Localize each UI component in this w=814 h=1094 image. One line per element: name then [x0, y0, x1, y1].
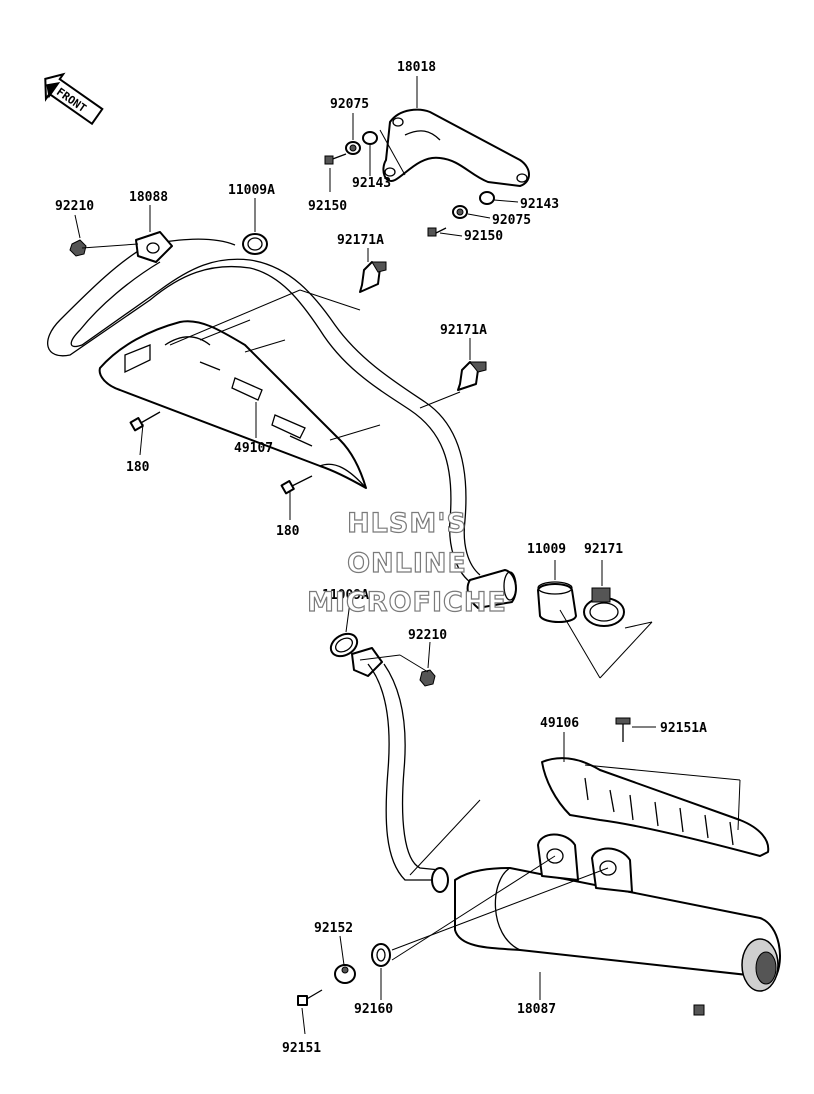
watermark-line3: MICROFICHE [307, 587, 507, 618]
label-92160: 92160 [354, 1002, 393, 1017]
label-92075-upper: 92075 [330, 97, 369, 112]
label-92151: 92151 [282, 1041, 321, 1056]
label-92075-lower: 92075 [492, 213, 531, 228]
label-18018: 18018 [397, 60, 436, 75]
bolt-180-lower [280, 475, 313, 495]
label-92143-lower: 92143 [520, 197, 559, 212]
heat-guard-49106 [541, 757, 770, 857]
label-92151A: 92151A [660, 721, 707, 736]
label-11009A-lower: 11009A [322, 588, 369, 603]
label-180-left: 180 [126, 460, 150, 475]
washer-92152 [334, 964, 356, 984]
label-92143-upper: 92143 [352, 176, 391, 191]
label-92152: 92152 [314, 921, 353, 936]
nut-92210-lower [419, 669, 436, 687]
gasket-11009A-upper [242, 233, 268, 255]
muffler-18087 [454, 833, 781, 1016]
front-arrow-icon: FRONT [44, 72, 104, 126]
grommet-92143-lower [479, 191, 495, 205]
exhaust-pipe-lower [351, 647, 449, 893]
watermark: HLSM'S ONLINE MICROFICHE [306, 507, 507, 618]
heat-guard-49107 [98, 320, 367, 489]
muffler-bracket-18018 [382, 108, 530, 187]
grommet-92160 [371, 943, 391, 967]
nut-92210-upper [69, 239, 87, 257]
part-labels: 18018 92075 92143 92150 92143 92075 9215… [55, 60, 707, 1056]
bolt-92150-upper [324, 153, 347, 165]
bolt-180-left [129, 411, 161, 432]
collar-92075-lower [452, 205, 468, 219]
bracket-92171A-lower [457, 361, 487, 391]
leader-lines [74, 76, 741, 1035]
bracket-92171A-upper [359, 261, 387, 293]
label-92171A-lower: 92171A [440, 323, 487, 338]
label-11009A-upper: 11009A [228, 183, 275, 198]
label-18088: 18088 [129, 190, 168, 205]
bolt-92150-lower [427, 227, 447, 237]
label-92171A-upper: 92171A [337, 233, 384, 248]
label-92210-lower: 92210 [408, 628, 447, 643]
gasket-11009 [537, 581, 577, 623]
clamp-92171 [583, 587, 625, 627]
label-18087: 18087 [517, 1002, 556, 1017]
label-92150-lower: 92150 [464, 229, 503, 244]
bolt-92151 [297, 989, 323, 1006]
label-92171: 92171 [584, 542, 623, 557]
exhaust-flange-18088 [135, 231, 173, 263]
watermark-line1: HLSM'S [347, 508, 467, 539]
label-11009: 11009 [527, 542, 566, 557]
label-92210-upper: 92210 [55, 199, 94, 214]
screw-92151A [615, 717, 631, 742]
grommet-92143-upper [362, 131, 378, 145]
pipe-outlet-end [466, 569, 517, 609]
collar-92075-upper [345, 141, 361, 155]
label-180-lower: 180 [276, 524, 300, 539]
label-92150-upper: 92150 [308, 199, 347, 214]
label-49107: 49107 [234, 441, 273, 456]
watermark-line2: ONLINE [347, 548, 467, 579]
label-49106: 49106 [540, 716, 579, 731]
